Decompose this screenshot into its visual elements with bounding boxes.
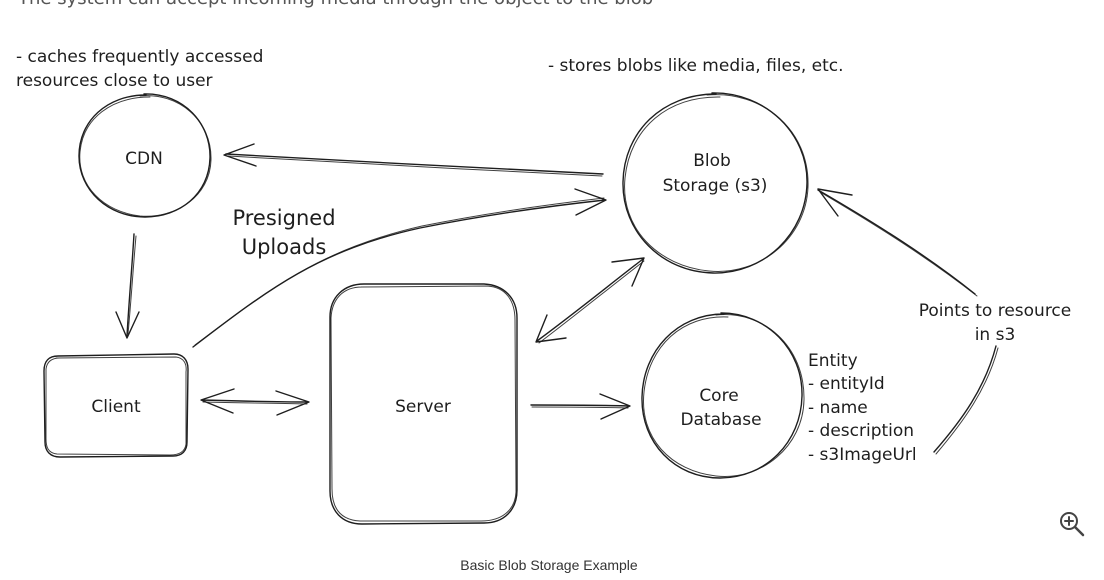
arrow-points-to-resource — [817, 188, 999, 455]
cdn-note: - caches frequently accessed resources c… — [16, 47, 263, 91]
entity-title: Entity — [808, 351, 858, 371]
core-database-label-line1: Core — [699, 386, 738, 406]
entity-schema: Entity - entityId - name - description -… — [808, 351, 917, 465]
presigned-line2: Uploads — [242, 235, 327, 259]
cdn-node: CDN — [78, 93, 212, 218]
server-label: Server — [395, 397, 451, 417]
arrow-presigned-upload — [192, 188, 607, 348]
presigned-uploads-label: Presigned Uploads — [232, 206, 335, 259]
arrow-cdn-to-client — [115, 233, 140, 339]
core-database-label-line2: Database — [680, 410, 761, 430]
arrow-server-to-database — [530, 393, 631, 420]
blob-storage-label-line1: Blob — [693, 151, 731, 171]
cdn-label: CDN — [125, 149, 163, 169]
entity-field: - s3ImageUrl — [808, 445, 917, 465]
cdn-note-line1: - caches frequently accessed — [16, 47, 263, 67]
core-database-node: Core Database — [641, 312, 805, 479]
arrow-client-server — [200, 388, 310, 416]
points-to-line2: in s3 — [975, 325, 1016, 345]
points-to-resource-label: Points to resource in s3 — [919, 301, 1071, 345]
client-label: Client — [91, 397, 141, 417]
blob-storage-node: Blob Storage (s3) — [622, 92, 809, 274]
server-node: Server — [329, 283, 518, 525]
arrow-blob-to-cdn — [223, 143, 604, 177]
clipped-intro-text: The system can accept incoming media thr… — [18, 0, 653, 9]
blob-storage-label-line2: Storage (s3) — [663, 176, 768, 196]
entity-field: - description — [808, 421, 914, 441]
entity-field: - name — [808, 398, 868, 418]
zoom-in-icon[interactable] — [1058, 510, 1086, 538]
entity-field: - entityId — [808, 374, 885, 394]
presigned-line1: Presigned — [232, 206, 335, 230]
arrow-server-blob — [535, 257, 645, 344]
points-to-line1: Points to resource — [919, 301, 1071, 321]
figure-caption: Basic Blob Storage Example — [460, 557, 638, 573]
blob-note: - stores blobs like media, files, etc. — [548, 56, 844, 76]
cdn-note-line2: resources close to user — [16, 71, 213, 91]
client-node: Client — [43, 353, 189, 458]
